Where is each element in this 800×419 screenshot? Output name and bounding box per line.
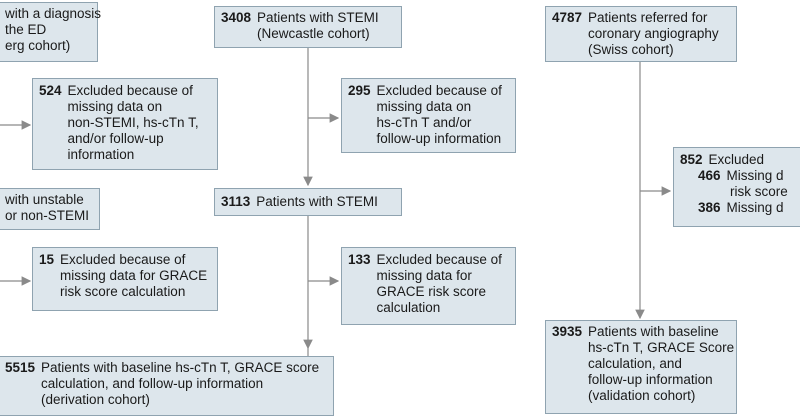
validation-cohort-box: 3935 Patients with baseline hs-cTn T, GR… bbox=[545, 320, 737, 414]
newcastle-exclusion-1-box: 295 Excluded because of missing data on … bbox=[341, 78, 516, 153]
swiss-cohort-box: 4787 Patients referred for coronary angi… bbox=[545, 6, 737, 62]
exclusion-subitem: 386 Missing d bbox=[698, 200, 784, 215]
stemi-count: 3113 bbox=[221, 194, 251, 209]
newcastle-cohort-box: 3408 Patients with STEMI (Newcastle coho… bbox=[214, 6, 402, 48]
swiss-text: Patients referred for coronary angiograp… bbox=[588, 10, 719, 57]
hamburg-cohort-box: with a diagnosis the ED erg cohort) bbox=[0, 2, 102, 62]
exclusion-text: Excluded because of missing data on hs-c… bbox=[376, 83, 502, 146]
exclusion-count: 852 bbox=[680, 152, 703, 167]
stemi-text: Patients with STEMI bbox=[256, 194, 378, 209]
hamburg-exclusion-1-box: 524 Excluded because of missing data on … bbox=[32, 78, 218, 170]
exclusion-title: Excluded bbox=[708, 152, 765, 167]
derivation-text: Patients with baseline hs-cTn T, GRACE s… bbox=[41, 360, 320, 407]
hamburg-unstable-box: with unstable or non-STEMI bbox=[0, 188, 100, 230]
exclusion-count: 295 bbox=[348, 83, 371, 98]
hamburg-unstable-text: with unstable or non-STEMI bbox=[5, 192, 90, 223]
exclusion-text: Excluded because of missing data for GRA… bbox=[376, 252, 502, 315]
exclusion-subitem: 466 Missing d bbox=[698, 168, 784, 183]
validation-count: 3935 bbox=[552, 324, 583, 339]
hamburg-exclusion-2-box: 15 Excluded because of missing data for … bbox=[32, 247, 218, 311]
newcastle-exclusion-2-box: 133 Excluded because of missing data for… bbox=[341, 247, 516, 325]
swiss-exclusion-box: 852 Excluded 466 Missing d risk score 38… bbox=[673, 147, 800, 227]
newcastle-stemi-box: 3113 Patients with STEMI bbox=[214, 188, 402, 216]
exclusion-text: Excluded because of missing data on non-… bbox=[67, 83, 199, 162]
exclusion-count: 133 bbox=[348, 252, 371, 267]
derivation-count: 5515 bbox=[5, 360, 36, 375]
newcastle-count: 3408 bbox=[221, 10, 252, 25]
exclusion-count: 524 bbox=[39, 83, 62, 98]
newcastle-text: Patients with STEMI (Newcastle cohort) bbox=[257, 10, 379, 41]
validation-text: Patients with baseline hs-cTn T, GRACE S… bbox=[588, 324, 735, 403]
swiss-count: 4787 bbox=[552, 10, 583, 25]
exclusion-count: 15 bbox=[39, 252, 55, 267]
hamburg-cohort-text: with a diagnosis the ED erg cohort) bbox=[5, 6, 102, 53]
derivation-cohort-box: 5515 Patients with baseline hs-cTn T, GR… bbox=[0, 356, 334, 416]
exclusion-text: Excluded because of missing data for GRA… bbox=[60, 252, 208, 299]
exclusion-subitem: risk score bbox=[730, 184, 788, 199]
